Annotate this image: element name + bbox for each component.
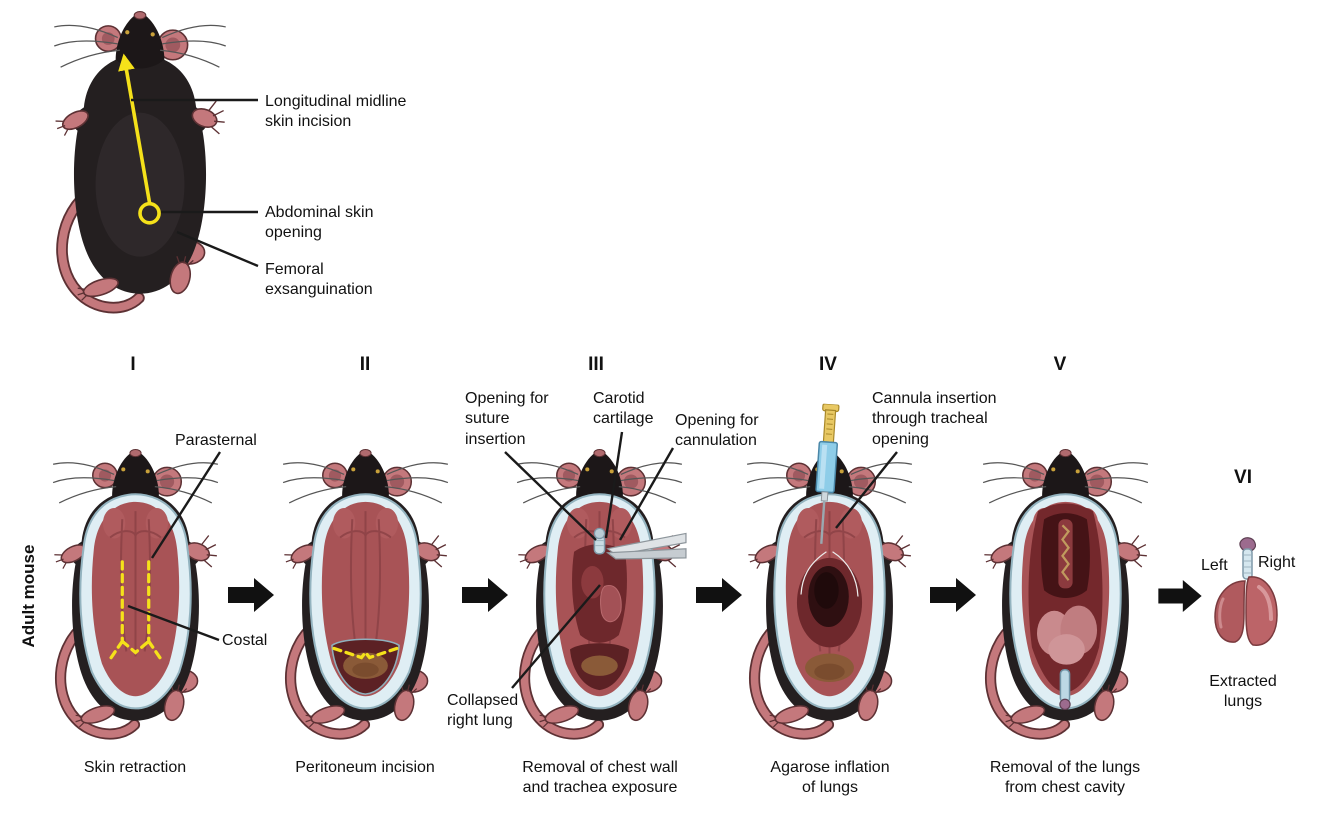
step-numeral-VI: VI xyxy=(1234,467,1252,488)
step-caption-I: Skin retraction xyxy=(83,759,187,776)
step-caption-II: Peritoneum incision xyxy=(295,759,435,776)
step-caption-VI: Extracted lungs xyxy=(1209,673,1277,711)
label-longitudinal-incision: Longitudinal midline skin incision xyxy=(265,93,407,131)
label-parasternal: Parasternal xyxy=(175,432,257,449)
label-left-lung: Left xyxy=(1201,557,1228,574)
step-arrow-2 xyxy=(462,578,508,612)
step-arrow-1 xyxy=(228,578,274,612)
syringe-needle xyxy=(820,500,826,544)
incision-arrow xyxy=(118,53,161,225)
inflated-lungs xyxy=(1037,605,1098,665)
label-carotid-cartilage: Carotid cartilage xyxy=(593,390,654,428)
extracted-lungs-illustration xyxy=(1214,537,1278,646)
step-arrow-4 xyxy=(930,578,976,612)
carotid-cartilage-shape xyxy=(593,527,606,540)
step-arrow-5 xyxy=(1158,580,1202,612)
panel-mouse-III xyxy=(512,448,687,743)
label-cannula-insertion: Cannula insertion through tracheal openi… xyxy=(872,390,997,448)
label-femoral-exsanguination: Femoral exsanguination xyxy=(265,261,373,299)
heart xyxy=(581,566,604,599)
adult-mouse-row-label: Adult mouse xyxy=(19,544,38,648)
syringe-hub xyxy=(820,491,829,502)
right-lung-lobe xyxy=(1245,576,1278,646)
step-arrow-3 xyxy=(696,578,742,612)
panel-mouse-IV xyxy=(742,448,917,743)
label-collapsed-right-lung: Collapsed right lung xyxy=(447,692,519,730)
panel-mouse-I xyxy=(48,448,223,743)
sutured-trachea-strip xyxy=(1061,524,1071,581)
incision-dashed-lines xyxy=(107,560,164,663)
left-lung-lobe xyxy=(1214,580,1246,643)
label-abdominal-opening: Abdominal skin opening xyxy=(265,204,374,242)
collapsed-right-lung-shape xyxy=(600,584,622,623)
label-costal: Costal xyxy=(222,632,268,649)
label-opening-suture: Opening for suture insertion xyxy=(465,390,549,448)
step-caption-V: Removal of the lungs from chest cavity xyxy=(989,759,1141,797)
cannula-tube xyxy=(1059,668,1071,704)
suture-threads xyxy=(800,551,859,597)
label-right-lung: Right xyxy=(1258,554,1296,571)
step-numeral-II: II xyxy=(359,354,371,375)
step-numeral-III: III xyxy=(588,354,604,375)
step-caption-IV: Agarose inflation of lungs xyxy=(770,759,890,797)
panel-mouse-V xyxy=(978,448,1153,743)
step-numeral-I: I xyxy=(130,354,136,375)
larynx xyxy=(1239,537,1257,552)
step-caption-III: Removal of chest wall and trachea exposu… xyxy=(522,759,678,797)
step-numeral-V: V xyxy=(1053,354,1067,375)
top-mouse-illustration xyxy=(50,10,230,317)
cannula-tip xyxy=(1059,698,1071,711)
step-numeral-IV: IV xyxy=(819,354,837,375)
diaphragm-dashed-line xyxy=(332,646,399,660)
panel-mouse-II xyxy=(278,448,453,743)
trachea xyxy=(1242,548,1253,580)
label-opening-cannulation: Opening for cannulation xyxy=(675,412,759,450)
syringe-illustration xyxy=(815,403,840,544)
